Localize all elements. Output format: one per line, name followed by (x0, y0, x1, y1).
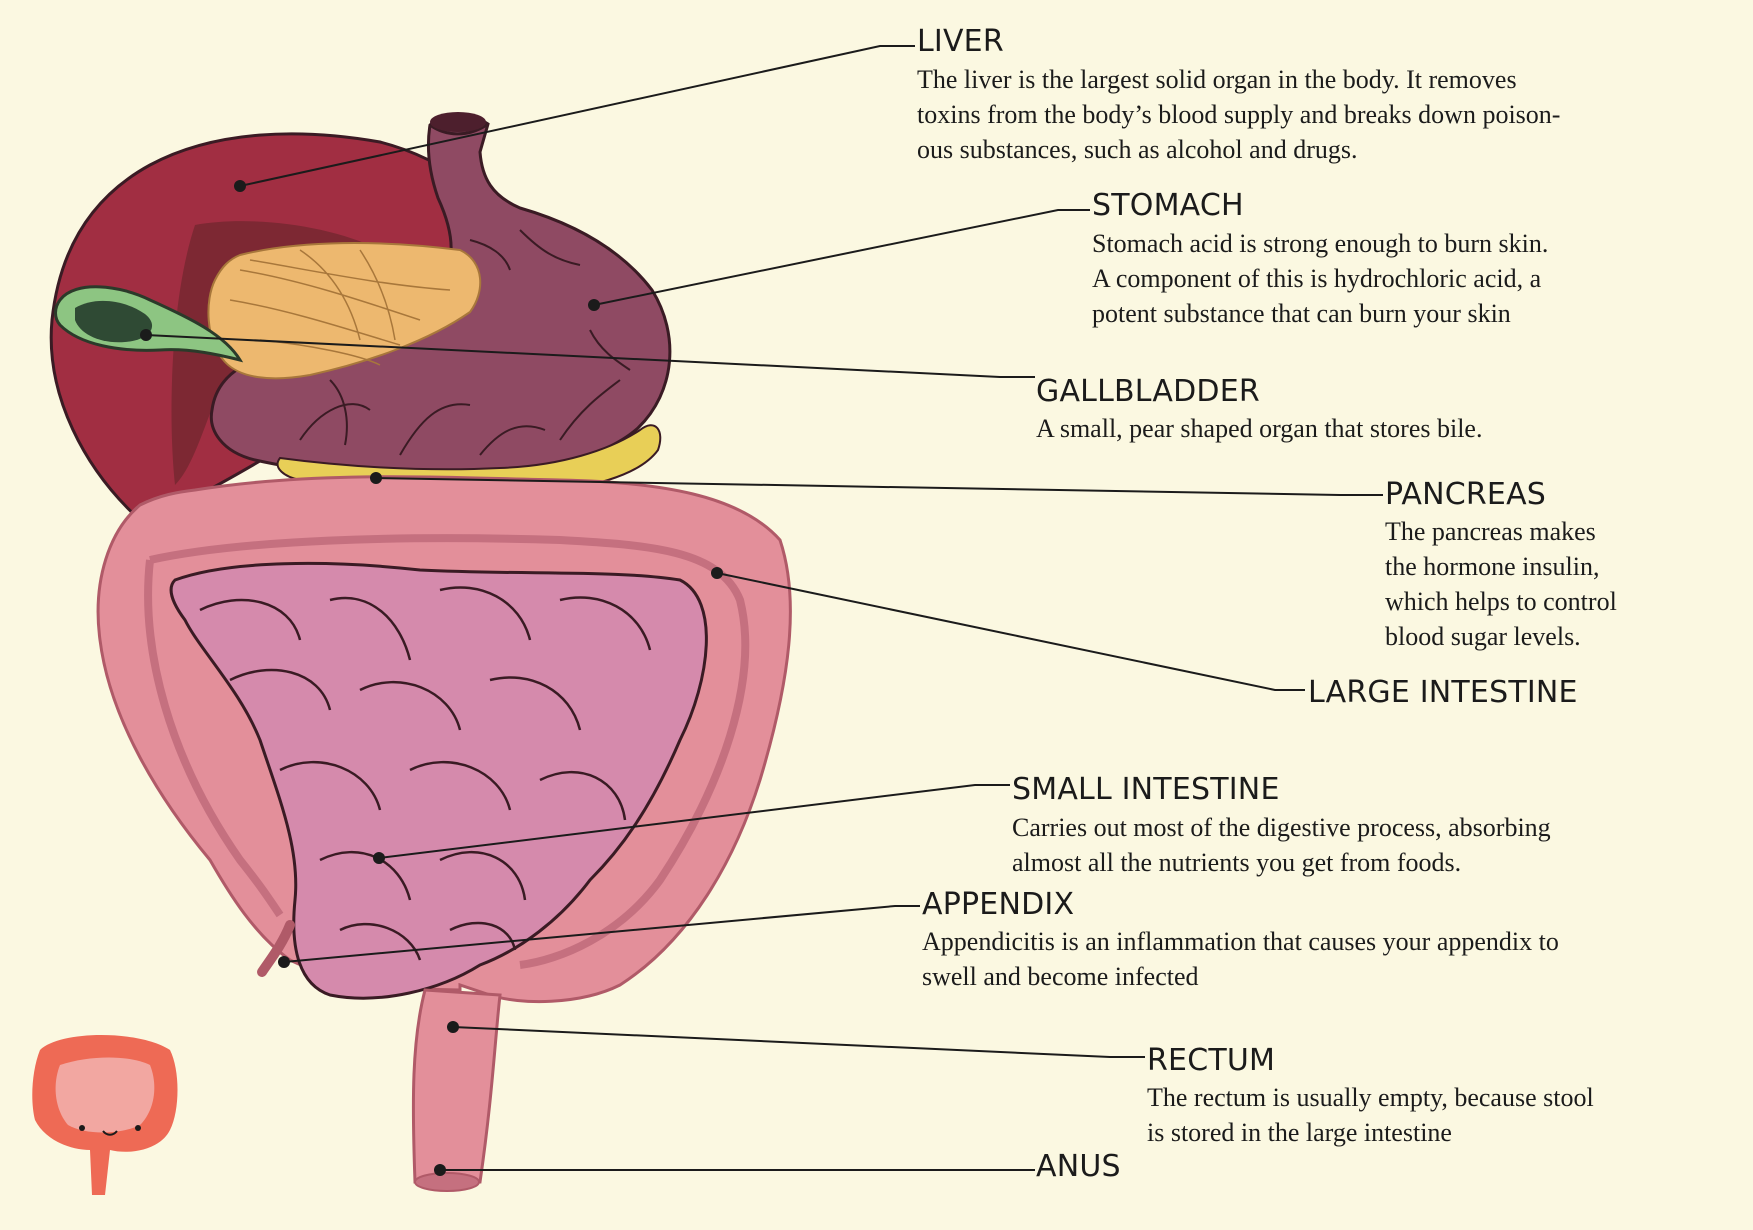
pancreas-description-line: The pancreas makes (1385, 517, 1596, 546)
stomach-description-line: potent substance that can burn your skin (1092, 299, 1511, 328)
leader-line-pancreas (375, 477, 1383, 496)
leader-line-liver (239, 45, 915, 187)
gallbladder (54, 285, 244, 363)
liver-description-line: toxins from the body’s blood supply and … (917, 100, 1561, 129)
rectum-label: RECTUM (1147, 1043, 1276, 1078)
leader-line-stomach (593, 209, 1090, 306)
liver-description-line: The liver is the largest solid organ in … (917, 65, 1517, 94)
anus-label: ANUS (1036, 1149, 1121, 1184)
pointer-dot-liver (234, 180, 246, 192)
appendix-description-line: swell and become infected (922, 962, 1199, 991)
pointer-dot-gallbladder (140, 329, 152, 341)
leader-line-rectum (452, 1026, 1145, 1058)
liver-description-line: ous substances, such as alcohol and drug… (917, 135, 1358, 164)
pancreas-description: The pancreas makes the hormone insulin, … (1385, 514, 1617, 654)
appendix-description-line: Appendicitis is an inflammation that cau… (922, 927, 1559, 956)
appendix-label: APPENDIX (922, 887, 1075, 922)
mesentery (207, 242, 482, 380)
pointer-dot-stomach (588, 299, 600, 311)
stomach-label: STOMACH (1092, 188, 1244, 223)
pointer-dot-appendix (278, 956, 290, 968)
pointer-dot-rectum (447, 1021, 459, 1033)
rectum-description-line: is stored in the large intestine (1147, 1118, 1452, 1147)
intestine-mascot-icon (32, 1035, 178, 1195)
small-intestine-label: SMALL INTESTINE (1012, 772, 1280, 807)
stomach-description: Stomach acid is strong enough to burn sk… (1092, 226, 1548, 331)
liver-label: LIVER (917, 24, 1004, 59)
leader-dots (140, 180, 723, 1176)
leader-line-appendix (283, 905, 920, 963)
rectum-description-line: The rectum is usually empty, because sto… (1147, 1083, 1594, 1112)
pointer-dot-small-intestine (373, 852, 385, 864)
leader-line-gallbladder (145, 334, 1035, 378)
rectum-description: The rectum is usually empty, because sto… (1147, 1080, 1594, 1150)
appendix-description: Appendicitis is an inflammation that cau… (922, 924, 1559, 994)
small-intestine-description-line: almost all the nutrients you get from fo… (1012, 848, 1462, 877)
pointer-dot-anus (434, 1164, 446, 1176)
anus (414, 1172, 480, 1192)
pointer-dot-large-intestine (711, 567, 723, 579)
pancreas-description-line: which helps to control (1385, 587, 1617, 616)
liver-description: The liver is the largest solid organ in … (917, 62, 1560, 167)
small-intestine-description-line: Carries out most of the digestive proces… (1012, 813, 1551, 842)
gallbladder-description: A small, pear shaped organ that stores b… (1036, 411, 1482, 446)
appendix (257, 920, 295, 977)
small-intestine-description: Carries out most of the digestive proces… (1012, 810, 1551, 880)
leader-line-small-intestine (378, 784, 1010, 859)
stomach-description-line: Stomach acid is strong enough to burn sk… (1092, 229, 1549, 258)
rectum (411, 988, 502, 1192)
gallbladder-description-line: A small, pear shaped organ that stores b… (1036, 414, 1483, 443)
pointer-dot-pancreas (370, 472, 382, 484)
pancreas-description-line: blood sugar levels. (1385, 622, 1581, 651)
gallbladder-label: GALLBLADDER (1036, 374, 1260, 409)
leader-line-large-intestine (716, 572, 1305, 691)
stomach-description-line: A component of this is hydrochloric acid… (1092, 264, 1542, 293)
large-intestine-label: LARGE INTESTINE (1308, 675, 1578, 710)
leader-lines (145, 45, 1383, 1171)
pancreas-description-line: the hormone insulin, (1385, 552, 1600, 581)
pancreas-label: PANCREAS (1385, 477, 1547, 512)
